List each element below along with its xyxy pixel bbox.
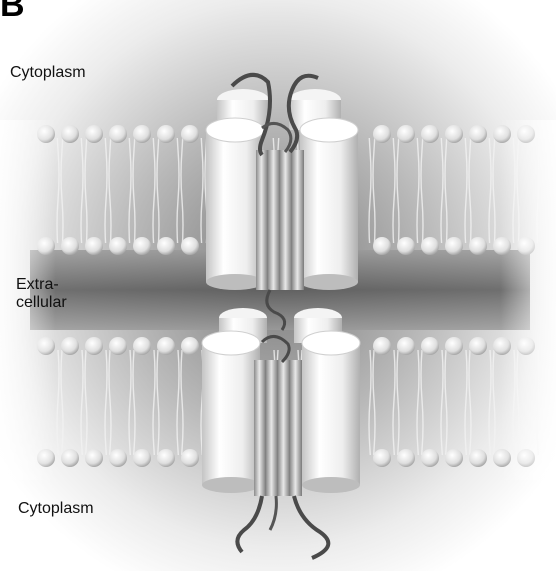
extracellular-label: Extra- cellular: [16, 276, 67, 312]
extracellular-label-line2: cellular: [16, 294, 67, 312]
extracellular-label-line1: Extra-: [16, 276, 67, 294]
cytoplasm-bottom-label: Cytoplasm: [18, 500, 94, 518]
panel-letter: B: [0, 0, 25, 25]
cytoplasm-top-label: Cytoplasm: [10, 64, 86, 82]
